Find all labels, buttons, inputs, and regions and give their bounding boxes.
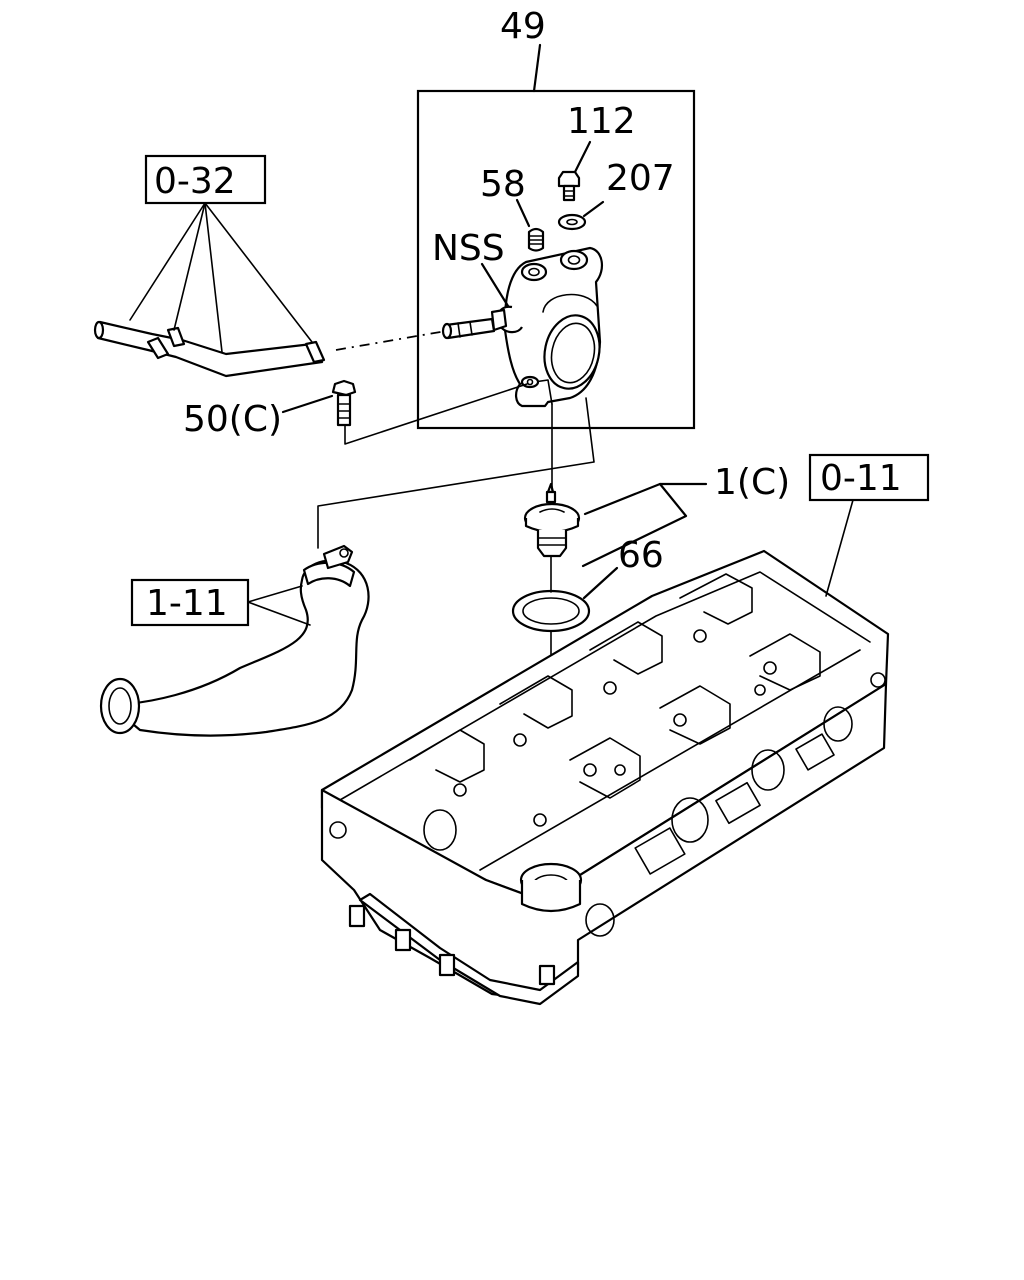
radiator-hose[interactable] [99, 544, 370, 737]
pipe-to-spigot-dash [335, 330, 447, 351]
ref-0-32[interactable]: 0-32 [154, 161, 236, 202]
callout-nss[interactable]: NSS [432, 228, 505, 269]
gasket-66-leader [582, 566, 619, 600]
assembly-49-frame [416, 89, 696, 430]
callout-1c[interactable]: 1(C) [714, 462, 790, 503]
ref-1-11-leaders [247, 585, 311, 626]
water-pipe[interactable] [93, 320, 326, 378]
callout-66[interactable]: 66 [618, 535, 664, 576]
ref-0-11-leader [825, 499, 854, 597]
plug-58-leader [515, 198, 531, 228]
callout-49[interactable]: 49 [500, 6, 546, 47]
thermostat-1c[interactable] [523, 482, 581, 558]
bolt-50c-install-line [344, 383, 528, 445]
thermostat-1c-leader [581, 482, 688, 568]
callout-58[interactable]: 58 [480, 164, 526, 205]
ref-0-11-box [808, 453, 930, 502]
callout-207[interactable]: 207 [606, 158, 675, 199]
bolt-112-leader [573, 140, 592, 174]
plug-58[interactable] [527, 227, 545, 252]
hose-spigot [441, 317, 496, 340]
housing-to-hose-line [317, 397, 595, 549]
thermostat-housing[interactable] [490, 246, 606, 408]
ref-1-11[interactable]: 1-11 [146, 583, 228, 624]
bolt-112[interactable] [557, 170, 581, 202]
assembly-49-leader [532, 43, 542, 93]
nss-leader [480, 262, 510, 308]
bolt-50c[interactable] [331, 379, 357, 427]
callout-112[interactable]: 112 [567, 101, 636, 142]
washer-207-leader [582, 200, 605, 218]
ref-0-11[interactable]: 0-11 [820, 458, 902, 499]
washer-207-hole [566, 218, 578, 226]
bolt-50c-leader [281, 394, 334, 414]
ref-1-11-box [130, 578, 250, 627]
ref-0-32-box [144, 154, 267, 205]
gasket-66[interactable] [511, 589, 591, 633]
callout-50c[interactable]: 50(C) [183, 399, 282, 440]
ref-0-32-leaders [129, 202, 313, 353]
cylinder-head[interactable] [320, 549, 890, 1006]
washer-207[interactable] [557, 213, 587, 231]
